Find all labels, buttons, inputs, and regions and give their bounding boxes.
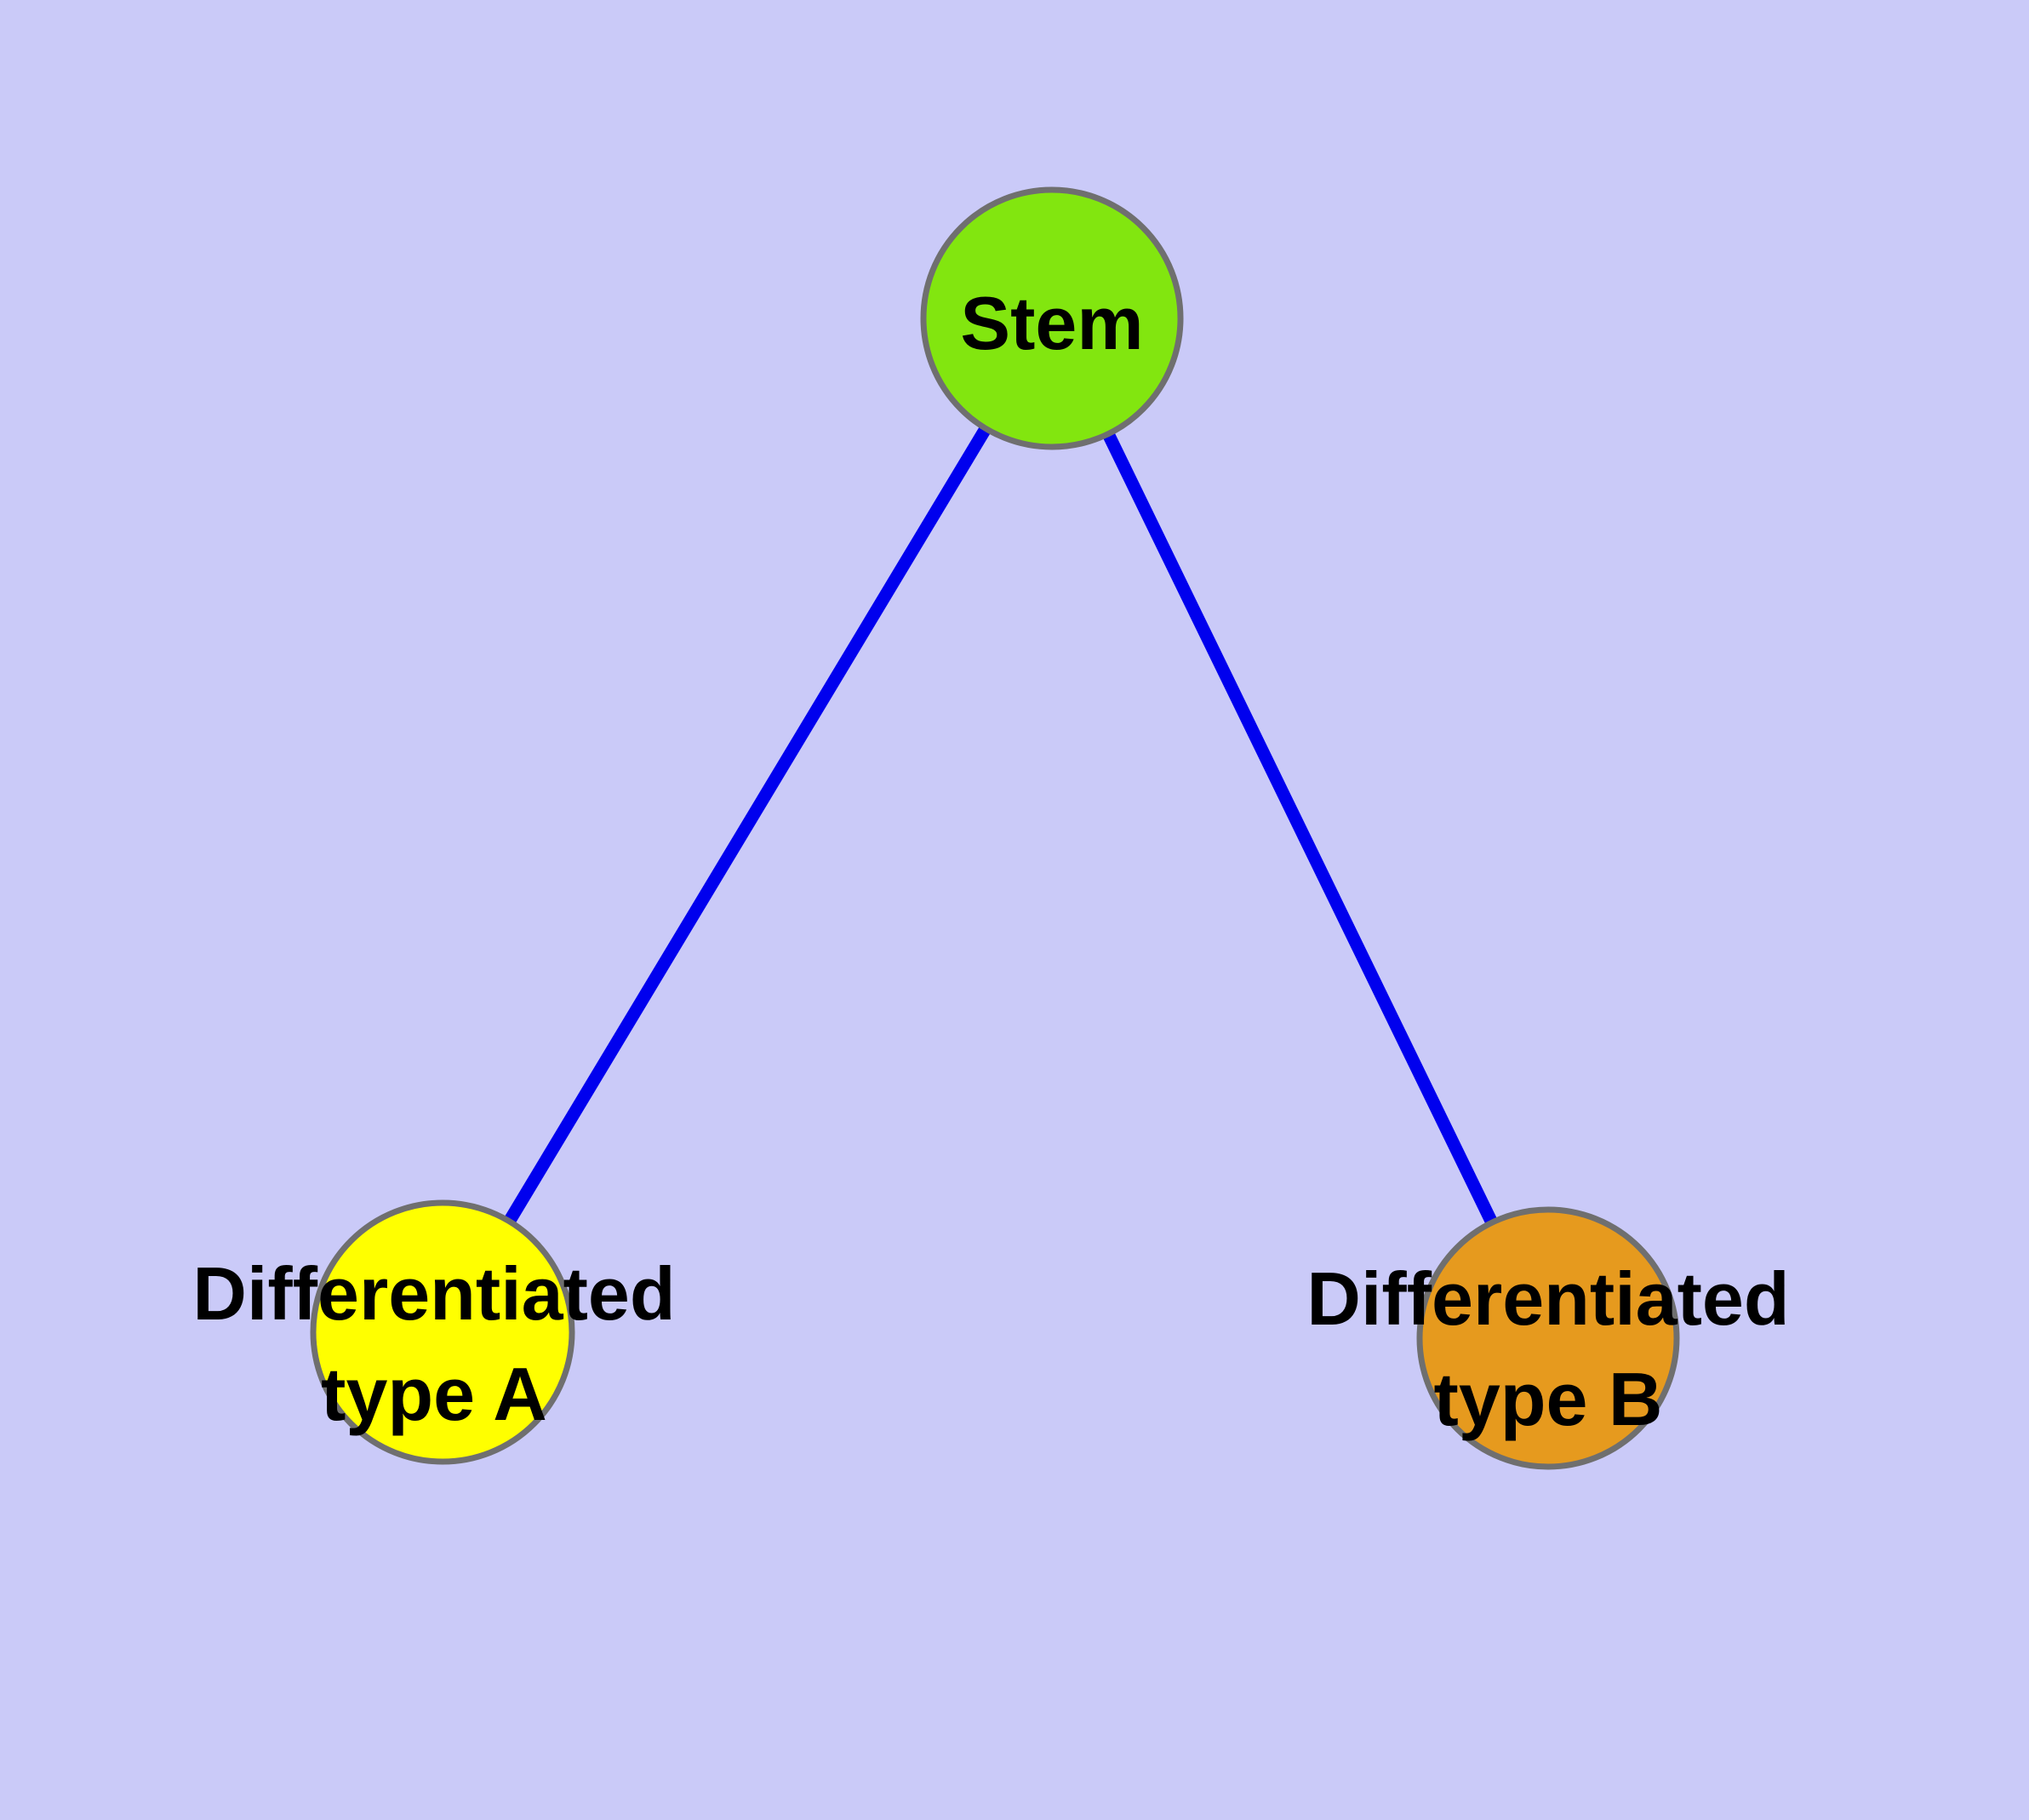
node-type-a-circle [310, 1199, 575, 1465]
node-type-a-label-line2: type A [321, 1352, 547, 1436]
node-type-b-circle [1416, 1206, 1680, 1470]
node-type-b-label-line1: Differentiated [1306, 1256, 1789, 1341]
node-stem-circle [920, 186, 1184, 450]
node-stem-label: Stem [960, 281, 1143, 365]
node-type-b-label-line2: type B [1434, 1357, 1663, 1441]
edge-stem-to-type-b [1046, 315, 1554, 1342]
node-type-a-label-line1: Differentiated [192, 1251, 675, 1336]
edge-stem-to-type-a [437, 315, 1058, 1336]
